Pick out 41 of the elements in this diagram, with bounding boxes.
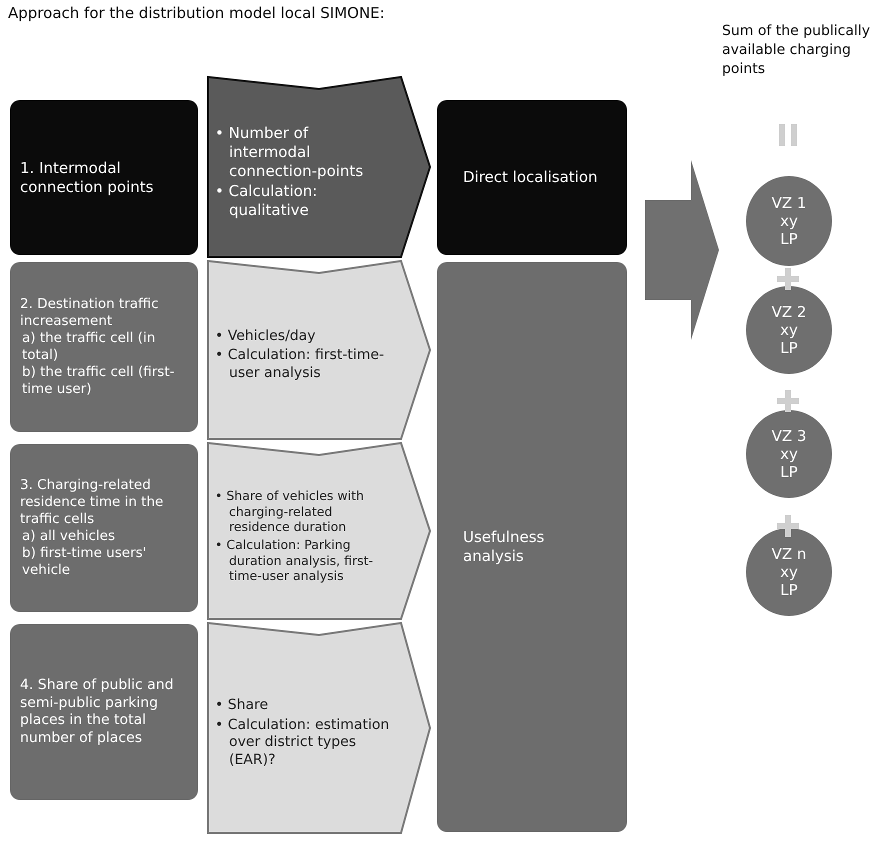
zone-text: xy (780, 445, 798, 463)
criterion-title: 4. Share of public and semi-public parking places in the total number of places (20, 677, 175, 747)
bullet-text: • Share of vehicles with charging-related residence duration (215, 488, 365, 535)
criterion-subitem: a) all vehicles (21, 528, 116, 545)
chevron-box (207, 76, 431, 258)
zone-text: VZ n (772, 545, 806, 563)
bullet-text: • Vehicles/day (215, 328, 317, 346)
bullet-text: • Calculation: first-time-user analysis (215, 347, 386, 382)
zone-text: xy (780, 563, 798, 581)
zone-text: LP (780, 581, 798, 599)
chevron-box (207, 622, 431, 834)
result-text: Direct localisation (463, 168, 599, 187)
zone-text: VZ 3 (772, 427, 806, 445)
bullet-text: • Calculation: estimation over district types (EAR)? (215, 716, 390, 769)
bullet-text: • Calculation: qualitative (215, 182, 318, 220)
criterion-subitem: a) the traffic cell (in total) (21, 330, 156, 364)
result-box (437, 100, 627, 255)
criterion-box (10, 100, 198, 255)
bullet-text: • Share (215, 697, 270, 714)
result-box (437, 262, 627, 832)
zone-text: VZ 2 (772, 303, 806, 321)
criterion-subitem: b) first-time users' vehicle (21, 544, 148, 579)
criterion-subitem: b) the traffic cell (first-time user) (21, 364, 176, 398)
zone-text: LP (780, 230, 798, 248)
zone-text: xy (780, 212, 798, 230)
criterion-title: 1. Intermodal connection points (20, 158, 154, 196)
criterion-box (10, 624, 198, 800)
block-arrow (645, 160, 719, 340)
zone-text: LP (780, 339, 798, 357)
result-text: Usefulness analysis (463, 528, 546, 566)
criterion-box (10, 444, 198, 612)
chevron-box (207, 442, 431, 620)
chevron-box (207, 260, 431, 440)
column-heading: Sum of the publically available charging points (722, 22, 871, 79)
diagram-title: Approach for the distribution model local SIMONE: (8, 4, 386, 23)
criterion-box (10, 262, 198, 432)
zone-text: LP (780, 463, 798, 481)
bullet-text: • Calculation: Parking duration analysis, first-time-user analysis (215, 537, 374, 584)
bullet-text: • Number of intermodal connection-points (215, 124, 364, 180)
zone-text: VZ 1 (772, 194, 806, 212)
zone-text: xy (780, 321, 798, 339)
